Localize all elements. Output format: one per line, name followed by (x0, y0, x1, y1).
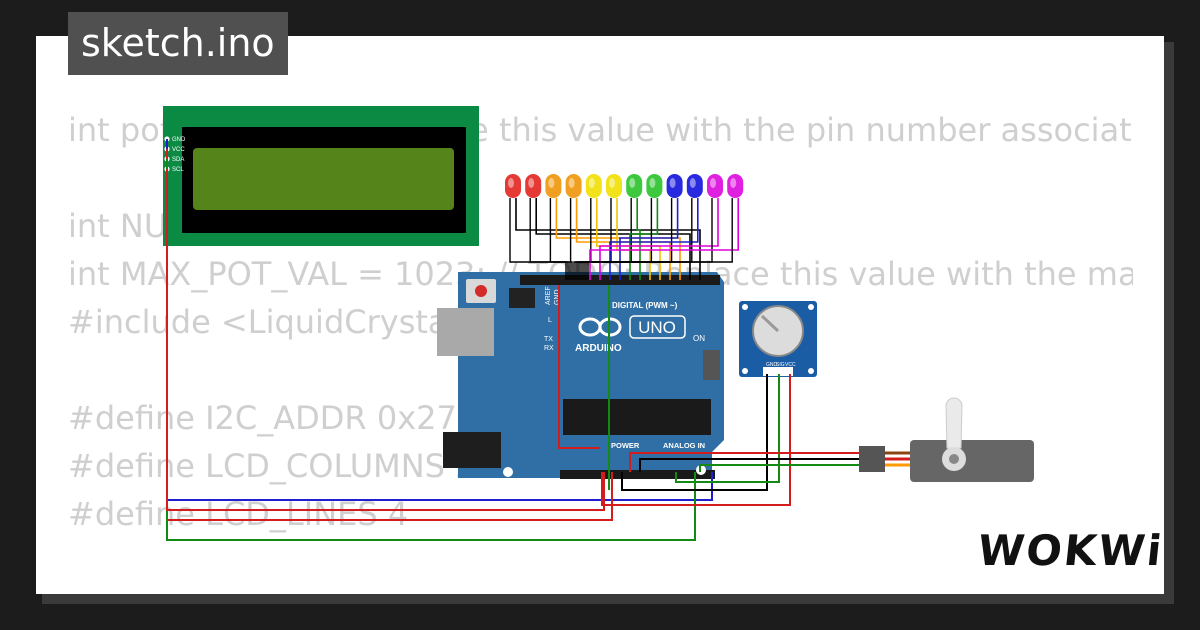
digital-label: DIGITAL (PWM ~) (612, 301, 678, 310)
code-line: LiquidCrystal_I2C lcd(I2C_ADDR, LCD_COLU… (68, 586, 1133, 594)
led-highlight (508, 178, 514, 188)
wokwi-logo: WOKWi (975, 526, 1166, 575)
led-highlight (730, 178, 737, 188)
led-wire (599, 198, 719, 280)
potentiometer[interactable]: GND SIG VCC (739, 301, 817, 377)
led-wire (619, 198, 679, 280)
pot-pin-label: SIG (776, 362, 785, 368)
led[interactable] (666, 174, 683, 198)
led[interactable] (606, 174, 622, 198)
led-highlight (689, 178, 696, 188)
on-label: ON (693, 334, 705, 343)
pot-pin-label: GND (766, 362, 778, 368)
led-ground-wire (569, 198, 573, 280)
board-brand: ARDUINO (575, 343, 622, 354)
led-highlight (669, 178, 676, 188)
led-ground-wire (587, 198, 733, 280)
led[interactable] (707, 174, 723, 198)
led-ground-wire (585, 198, 713, 280)
led-highlight (528, 178, 535, 188)
servo-horn-icon (949, 454, 959, 464)
lcd-pin-label: GND (172, 137, 186, 143)
led[interactable] (626, 174, 643, 198)
led[interactable] (545, 174, 562, 198)
pot-pin-label: VCC (785, 362, 796, 368)
arduino-uno-board[interactable]: UNO ARDUINO DIGITAL (PWM ~) POWER ANALOG… (437, 272, 724, 479)
led[interactable] (727, 174, 744, 198)
peripheral-wires (558, 285, 859, 506)
led-wire (515, 198, 701, 280)
file-name-tab[interactable]: sketch.ino (68, 12, 288, 75)
led-wire (616, 198, 651, 280)
power-label: POWER (611, 441, 640, 450)
lcd-pin-label: VCC (172, 147, 185, 153)
led-ground-wire (509, 198, 567, 280)
led-ground-wire (549, 198, 571, 280)
led-array (505, 174, 744, 280)
led-ground-wire (529, 198, 569, 280)
led-highlight (649, 178, 656, 188)
power-analog-header (560, 470, 715, 479)
lcd-pin-label: SDA (172, 157, 184, 163)
led-highlight (609, 178, 615, 188)
led[interactable] (505, 174, 521, 198)
rx-label: RX (544, 345, 554, 352)
code-line: #define I2C_ADDR 0x27 (68, 399, 457, 437)
tx-label: TX (544, 336, 553, 343)
led-wire (589, 198, 740, 280)
led-ground-wire (575, 198, 612, 280)
l-label: L (548, 317, 552, 324)
atmega-chip (563, 399, 711, 435)
led-highlight (588, 178, 595, 188)
led-wire (535, 198, 691, 280)
lcd-pin-label: SCL (172, 167, 184, 173)
board-model: UNO (638, 318, 676, 337)
led-highlight (710, 178, 716, 188)
led[interactable] (525, 174, 542, 198)
led-wire (629, 198, 659, 280)
lcd-display[interactable]: GND VCC SDA SCL (163, 106, 479, 246)
led-wire (609, 198, 699, 280)
led[interactable] (646, 174, 663, 198)
led[interactable] (565, 174, 582, 198)
lcd-pins: GND VCC SDA SCL (164, 136, 186, 173)
code-line: #define LCD_LINES 4 (68, 495, 409, 533)
led-highlight (629, 178, 636, 188)
led-highlight (568, 178, 575, 188)
analog-label: ANALOG IN (663, 441, 705, 450)
servo-motor[interactable] (859, 397, 1034, 482)
code-line: #define LCD_COLUMNS 20 (68, 447, 496, 485)
led-highlight (548, 178, 555, 188)
led-wire (555, 198, 681, 280)
gnd-label: GND (554, 289, 561, 305)
led[interactable] (686, 174, 703, 198)
led-wire (636, 198, 641, 280)
led[interactable] (585, 174, 602, 198)
aref-label: AREF (545, 286, 552, 305)
reset-button (475, 285, 487, 297)
